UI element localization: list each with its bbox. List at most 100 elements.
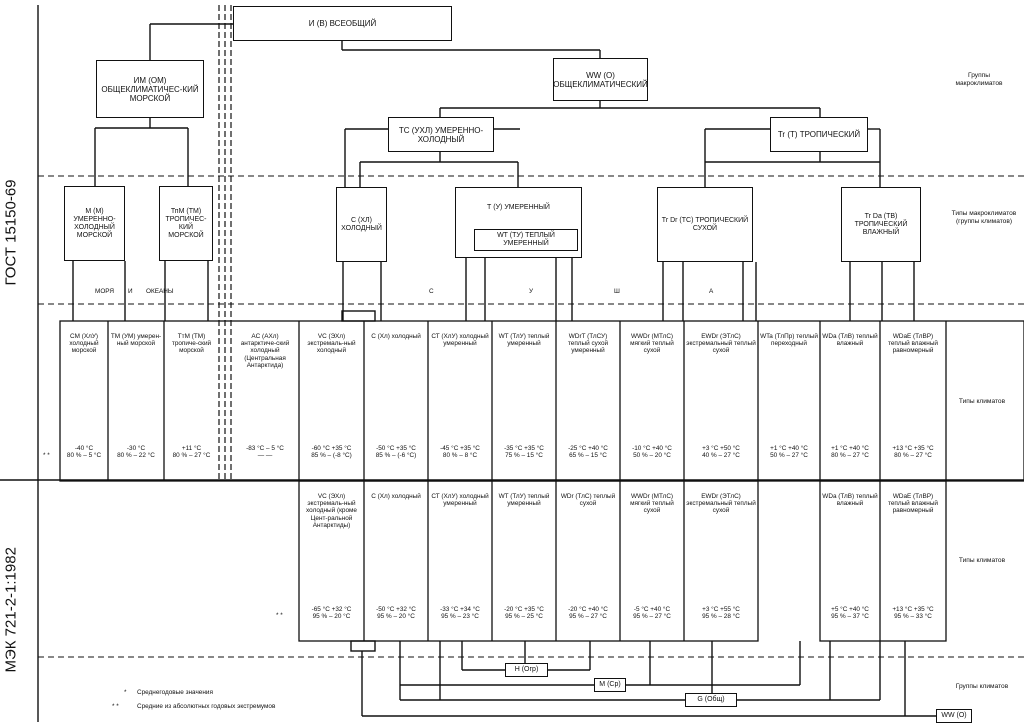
gost-type-value-temp: -10 °С +40 °С [632,445,672,452]
iec-type-name: СТ (ХлУ) холодный умеренный [431,493,489,508]
gost-type-values: -83 °С – 5 °С— — [231,445,299,459]
band-seas: МОРЯ [95,288,115,295]
gost-type-value-humidity: 50 % – 20 °С [633,452,671,460]
box-macro-wt: WT (ТУ) ТЕПЛЫЙ УМЕРЕННЫЙ [474,229,578,251]
box-macro-tm: ТпМ (ТМ) ТРОПИЧЕС-КИЙ МОРСКОЙ [159,186,213,261]
gost-type-name: VC (ЭХл) экстремаль-ный холодный [307,333,356,355]
iec-type-value-humidity: 95 % – 33 °С [894,613,932,621]
gost-type-value-temp: +3 °С +50 °С [702,445,740,452]
gost-type-cell: WTa (ТлПр) теплый переходный +1 °С +40 °С… [758,321,820,481]
iec-type-cell: WDaE (ТлВР) теплый влажный равномерный+1… [880,481,946,641]
iec-type-value-temp: +5 °С +40 °С [831,606,869,613]
band-oceans: ОКЕАНЫ [146,288,174,295]
iec-type-cell: VC (ЭХл) экстремаль-ный холодный (кроме … [299,481,364,641]
legend-one-star-mark: * [124,689,127,696]
gost-type-value-temp: +1 °С +40 °С [770,445,808,452]
gost-type-value-humidity: — — [257,452,273,460]
gost-type-value-humidity: 40 % – 27 °С [702,452,740,460]
iec-type-value-humidity: 95 % – 20 °С [312,613,351,621]
gost-type-value-humidity: 50 % – 27 °С [770,452,808,460]
stars-gost: * * [43,452,50,459]
iec-type-value-humidity: 95 % – 27 °С [569,613,607,621]
gost-type-name: С (Хл) холодный [371,333,421,340]
band-sh: Ш [614,288,620,295]
box-group-g: G (Общ) [685,693,737,707]
iec-type-cell: WWDr (МТлС) мягкий теплый сухой-5 °С +40… [620,481,684,641]
iec-type-value-temp: -20 °С +35 °С [504,606,544,613]
stars-iec: * * [276,612,283,619]
label-macro-groups: Группы макроклиматов [955,72,1003,87]
gost-type-value-humidity: 80 % – 27 °С [831,452,869,460]
gost-type-name: WWDr (МТлС) мягкий теплый сухой [630,333,674,355]
gost-type-cell: WDrT (ТлСУ) теплый сухой умеренный -25 °С… [556,321,620,481]
iec-type-value-humidity: 95 % – 25 °С [505,613,543,621]
gost-type-value-temp: -83 °С – 5 °С [246,445,284,452]
gost-type-value-temp: +13 °С +35 °С [892,445,934,452]
box-universal: И (В) ВСЕОБЩИЙ [233,6,452,41]
gost-type-value-humidity: 80 % – 5 °С [66,452,102,460]
label-types-iec: Типы климатов [958,557,1006,564]
box-macro-trda: Tr Da (ТВ) ТРОПИЧЕСКИЙ ВЛАЖНЫЙ [841,187,921,262]
iec-type-value-humidity: 95 % – 20 °С [377,613,415,621]
gost-type-value-temp: -25 °С +40 °С [568,445,608,452]
gost-type-name: WDaE (ТлВР) теплый влажный равномерный [887,333,939,355]
gost-type-name: WT (ТлУ) теплый умеренный [498,333,550,348]
gost-type-name: WDrT (ТлСУ) теплый сухой умеренный [567,333,609,355]
gost-type-value-temp: +11 °С [181,445,202,452]
box-temperate-cold: ТС (УХЛ) УМЕРЕННО-ХОЛОДНЫЙ [388,117,494,152]
box-macro-t-label: Т (У) УМЕРЕННЫЙ [487,204,550,211]
iec-type-name: EWDr (ЭТлС) экстремальный теплый сухой [686,493,756,515]
gost-type-value-humidity: 80 % – 27 °С [172,452,211,460]
gost-type-cell: AC (АХл) антарктиче-ский холодный (Центр… [231,321,299,481]
gost-type-name: AC (АХл) антарктиче-ский холодный (Центр… [240,333,290,369]
box-general-climate: WW (О) ОБЩЕКЛИМАТИЧЕСКИЙ [553,58,648,101]
gost-type-value-humidity: 65 % – 15 °С [569,452,607,460]
band-a: А [709,288,714,295]
gost-type-value-temp: -30 °С [126,445,146,452]
gost-type-name: СТ (ХлУ) холодный умеренный [431,333,489,348]
gost-type-cell: WWDr (МТлС) мягкий теплый сухой -10 °С +4… [620,321,684,481]
iec-type-value-temp: -50 °С +32 °С [376,606,416,613]
box-group-m: М (Ср) [594,678,626,692]
iec-type-name: VC (ЭХл) экстремаль-ный холодный (кроме … [306,493,357,529]
gost-type-value-humidity: 75 % – 15 °С [505,452,543,460]
gost-type-cell: VC (ЭХл) экстремаль-ный холодный -60 °С +… [299,321,364,481]
band-u: У [529,288,534,295]
iec-type-value-temp: -65 °С +32 °С [311,606,352,613]
label-types-gost: Типы климатов [958,398,1006,405]
band-s: С [429,288,434,295]
gost-type-name: CM (ХлУ) холодный морской [69,333,99,355]
box-macro-m: М (М) УМЕРЕННО-ХОЛОДНЫЙ МОРСКОЙ [64,186,125,261]
iec-type-value-humidity: 95 % – 37 °С [831,613,869,621]
iec-type-name: С (Хл) холодный [371,493,421,500]
gost-type-value-temp: -35 °С +35 °С [504,445,544,452]
band-and: И [128,288,133,295]
iec-type-value-temp: +13 °С +35 °С [892,606,934,613]
gost-type-value-temp: -40 °С [74,445,94,452]
gost-type-value-temp: -60 °С +35 °С [311,445,352,452]
box-macro-c: С (ХЛ) ХОЛОДНЫЙ [336,187,387,262]
gost-type-name: ТтМ (ТМ) тропиче-ский морской [171,333,212,355]
iec-type-name: WDr (ТлС) теплый сухой [560,493,616,508]
gost-type-name: WTa (ТлПр) теплый переходный [760,333,818,348]
iec-type-value-temp: -5 °С +40 °С [633,606,671,613]
